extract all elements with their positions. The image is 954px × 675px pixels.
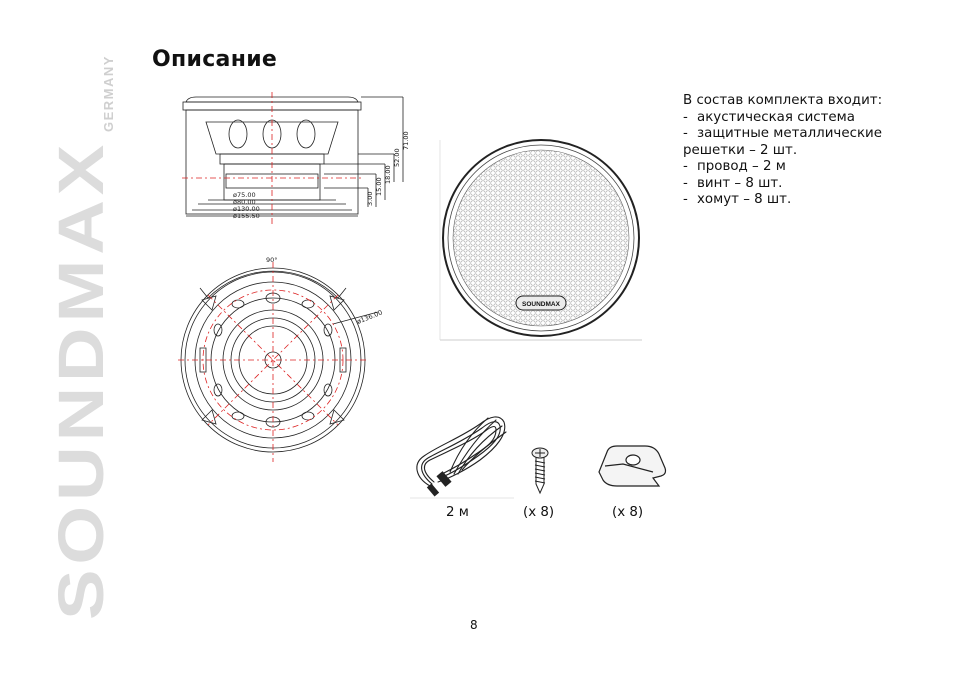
kit-item: -винт – 8 шт. (683, 175, 783, 191)
wire-caption: 2 м (446, 505, 469, 520)
page-title: Описание (152, 47, 278, 72)
brand-logo: SOUNDMAX GERMANY (48, 55, 117, 620)
kit-item: -акустическая система (683, 109, 855, 125)
speaker-front-diagram: 90° ø136.00 (178, 256, 384, 462)
dim-v-2: 15.00 (375, 177, 383, 196)
dim-h-2: ø80.00 (233, 198, 256, 206)
brand-name: SOUNDMAX (48, 140, 117, 620)
dim-v-4: 52.00 (393, 148, 401, 167)
speaker-grille-image: SOUNDMAX (439, 139, 642, 341)
clip-image (598, 445, 667, 487)
dim-h-4: ø155.50 (233, 212, 260, 220)
page-number: 8 (470, 618, 478, 632)
kit-item: -провод – 2 м (683, 159, 786, 174)
clip-caption: (x 8) (612, 505, 644, 520)
dim-h-1: ø75.00 (233, 191, 256, 199)
screw-image (531, 447, 549, 495)
dim-v-5: 71.00 (402, 131, 410, 150)
grille-logo: SOUNDMAX (522, 301, 561, 308)
diameter-label: ø136.00 (356, 308, 384, 325)
brand-sub: GERMANY (101, 55, 116, 132)
kit-item: решетки – 2 шт. (683, 142, 798, 158)
dim-h-3: ø130.00 (233, 205, 260, 213)
wire-image (410, 416, 514, 499)
dim-v-3: 18.00 (384, 165, 392, 184)
screw-caption: (x 8) (523, 505, 555, 520)
kit-item: -хомут – 8 шт. (683, 192, 792, 207)
kit-item: -защитные металлические (683, 126, 882, 141)
kit-heading: В состав комплекта входит: (683, 93, 883, 108)
kit-contents: В состав комплекта входит: -акустическая… (683, 93, 933, 209)
speaker-side-diagram: ø75.00 ø80.00 ø130.00 ø155.50 3.00 15.00… (182, 92, 410, 224)
dim-v-1: 3.00 (366, 192, 374, 206)
angle-label: 90° (266, 256, 278, 264)
